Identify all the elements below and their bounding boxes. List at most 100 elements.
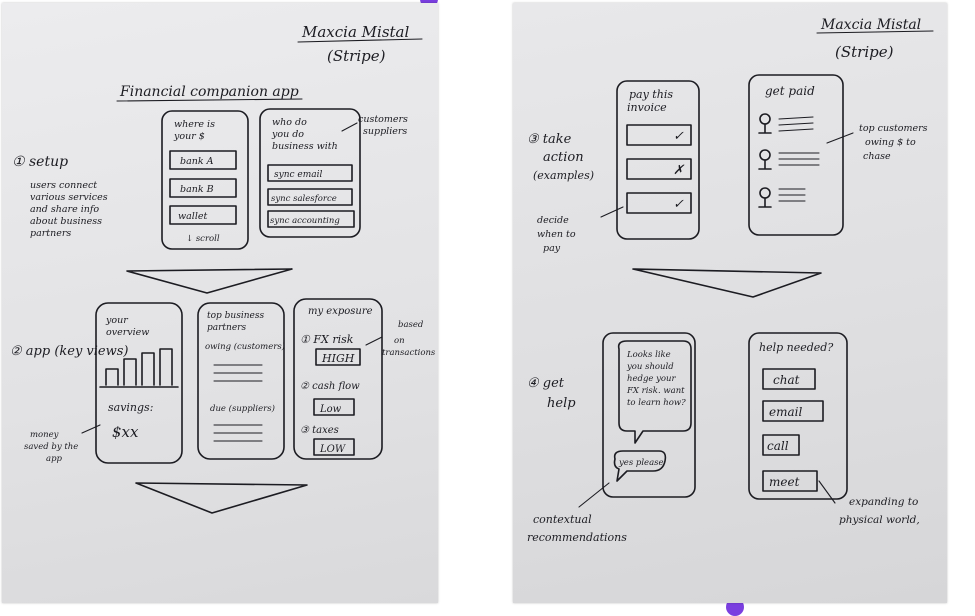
- svg-text:and share info: and share info: [30, 204, 99, 215]
- contextual-note: contextual recommendations: [527, 513, 627, 544]
- svg-text:decide: decide: [537, 215, 569, 226]
- svg-text:① FX risk: ① FX risk: [300, 333, 354, 346]
- svg-text:contextual: contextual: [533, 513, 592, 526]
- svg-text:hedge your: hedge your: [627, 374, 677, 384]
- savings-label: savings:: [108, 401, 153, 414]
- chat-option: [762, 368, 816, 390]
- svg-text:suppliers: suppliers: [363, 126, 407, 137]
- get-paid-title: get paid: [765, 84, 815, 98]
- svg-text:② cash flow: ② cash flow: [300, 381, 360, 392]
- setup-description: users connect various services and share…: [30, 180, 108, 239]
- get-paid-card: [748, 74, 844, 236]
- svg-text:action: action: [543, 150, 584, 165]
- svg-text:you should: you should: [626, 362, 674, 372]
- svg-text:email: email: [769, 405, 802, 419]
- svg-text:Looks like: Looks like: [626, 350, 671, 360]
- svg-text:sync salesforce: sync salesforce: [271, 194, 337, 204]
- svg-text:when to: when to: [537, 229, 576, 240]
- accounts-card: [161, 110, 249, 250]
- svg-text:LOW: LOW: [319, 444, 346, 455]
- accounts-card-title: where is: [174, 119, 215, 130]
- exposure-title: my exposure: [308, 306, 373, 317]
- invoice-row: [626, 158, 692, 180]
- svg-text:top customers: top customers: [859, 123, 928, 134]
- svg-text:help: help: [547, 396, 576, 411]
- invoice-row: [626, 124, 692, 146]
- call-option: [762, 434, 800, 456]
- svg-text:owing $ to: owing $ to: [865, 137, 916, 148]
- svg-text:③ take: ③ take: [527, 132, 572, 147]
- svg-text:bank A: bank A: [180, 156, 214, 167]
- sync-salesforce-box: [267, 188, 353, 206]
- svg-text:(examples): (examples): [533, 169, 594, 182]
- svg-text:sync email: sync email: [274, 170, 323, 180]
- svg-text:✗: ✗: [673, 163, 685, 178]
- scroll-hint: ↓ scroll: [186, 234, 220, 244]
- svg-text:HIGH: HIGH: [321, 352, 355, 365]
- invoice-row: [626, 192, 692, 214]
- sketch-left-drawing: Maxcia Mistal (Stripe) Financial compani…: [10, 23, 436, 514]
- svg-text:saved by the: saved by the: [24, 442, 78, 452]
- hedge-suggestion-card: [602, 332, 696, 498]
- customers-note: customers: [358, 114, 408, 125]
- svg-text:your: your: [105, 315, 129, 326]
- decide-note: decide when to pay: [537, 215, 576, 254]
- sync-email-box: [267, 164, 353, 182]
- down-arrow: [632, 268, 822, 298]
- help-needed-title: help needed?: [759, 341, 833, 354]
- svg-text:pay: pay: [543, 243, 561, 254]
- svg-text:physical world,: physical world,: [839, 514, 920, 526]
- down-arrow: [135, 482, 308, 514]
- svg-text:chat: chat: [773, 373, 800, 387]
- email-option: [762, 400, 824, 422]
- svg-text:to learn how?: to learn how?: [627, 398, 686, 408]
- svg-text:yes please: yes please: [618, 458, 664, 468]
- svg-text:recommendations: recommendations: [527, 531, 627, 544]
- svg-text:top business: top business: [207, 311, 264, 321]
- svg-text:bank B: bank B: [180, 184, 214, 195]
- overview-card: [95, 302, 183, 464]
- svg-text:you do: you do: [271, 129, 304, 140]
- setup-label: ① setup: [12, 154, 68, 170]
- bank-a-box: [169, 150, 237, 170]
- svg-text:partners: partners: [207, 323, 246, 333]
- svg-text:based: based: [398, 320, 424, 330]
- taxes-level-box: [313, 438, 355, 456]
- pay-invoice-card: [616, 80, 700, 240]
- wallet-box: [169, 205, 237, 225]
- expanding-note: expanding to physical world,: [839, 496, 920, 526]
- svg-text:partners: partners: [30, 228, 71, 239]
- meet-option: [762, 470, 818, 492]
- svg-text:your $: your $: [173, 131, 205, 142]
- exposure-card: [293, 298, 383, 460]
- help-needed-card: [748, 332, 848, 500]
- svg-text:④ get: ④ get: [527, 376, 565, 391]
- top-partners-card: [197, 302, 285, 460]
- down-arrow: [126, 268, 293, 294]
- svg-text:call: call: [767, 439, 789, 453]
- sketch-page-left: Maxcia Mistal (Stripe) Financial compani…: [2, 3, 438, 603]
- svg-text:✓: ✓: [673, 129, 684, 144]
- author-name: Maxcia Mistal: [820, 17, 921, 33]
- svg-text:FX risk. want: FX risk. want: [626, 386, 685, 396]
- take-action-label: ③ take action (examples): [527, 132, 594, 182]
- svg-text:meet: meet: [769, 475, 800, 489]
- svg-text:money: money: [30, 430, 59, 440]
- top-customers-note: top customers owing $ to chase: [859, 123, 928, 162]
- svg-text:overview: overview: [106, 327, 149, 338]
- sync-accounting-box: [267, 210, 355, 228]
- sketch-page-right: Maxcia Mistal (Stripe) ③ take action (ex…: [513, 3, 947, 603]
- svg-text:chase: chase: [863, 151, 891, 162]
- fx-level-box: [315, 348, 361, 366]
- svg-text:invoice: invoice: [627, 101, 667, 114]
- customer-list: [758, 113, 820, 208]
- svg-text:Low: Low: [319, 404, 342, 415]
- svg-text:various services: various services: [30, 192, 108, 203]
- svg-text:users connect: users connect: [30, 180, 97, 191]
- cash-level-box: [313, 398, 355, 416]
- company-name: (Stripe): [327, 47, 386, 65]
- page-title: Financial companion app: [119, 84, 299, 100]
- svg-text:on: on: [394, 336, 405, 346]
- due-label: due (suppliers): [210, 403, 275, 414]
- svg-text:③ taxes: ③ taxes: [300, 425, 339, 436]
